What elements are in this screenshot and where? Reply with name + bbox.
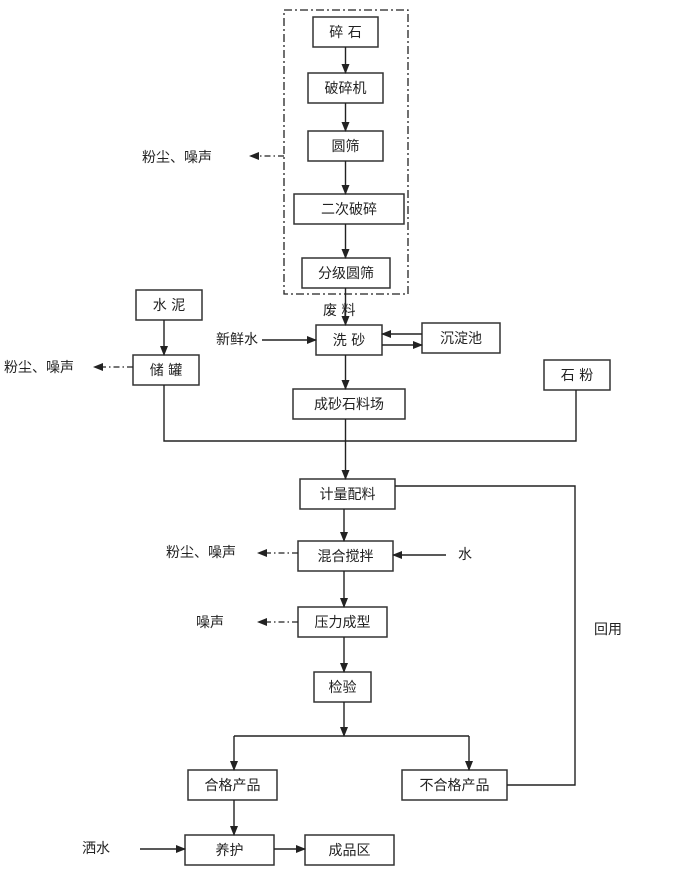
node-curing-label: 养护: [216, 843, 244, 859]
node-settling-tank: 沉淀池: [421, 322, 501, 354]
node-stone-powder: 石 粉: [543, 359, 611, 391]
label-dust-noise-crushing: 粉尘、噪声: [142, 150, 212, 166]
node-qualified: 合格产品: [187, 769, 278, 801]
node-qualified-label: 合格产品: [205, 778, 261, 794]
node-batching: 计量配料: [299, 478, 396, 510]
node-finished-area: 成品区: [304, 834, 395, 866]
node-sand-yard: 成砂石料场: [292, 388, 406, 420]
node-cement-label: 水 泥: [153, 298, 185, 314]
label-water: 水: [458, 547, 472, 563]
label-sprinkle-water: 洒水: [82, 841, 110, 857]
node-mixing-label: 混合搅拌: [318, 549, 374, 565]
node-sand-wash-label: 洗 砂: [333, 333, 365, 349]
node-pressing: 压力成型: [297, 606, 388, 638]
label-dust-noise-mixing: 粉尘、噪声: [166, 545, 236, 561]
node-unqualified: 不合格产品: [401, 769, 508, 801]
edge-recycle-loop: [395, 485, 576, 786]
node-sand-wash: 洗 砂: [315, 324, 383, 356]
label-fresh-water: 新鲜水: [216, 332, 258, 348]
node-secondary-crush-label: 二次破碎: [321, 202, 377, 218]
edge-merge-line: [163, 385, 577, 442]
node-mixing: 混合搅拌: [297, 540, 394, 572]
connectors: [93, 47, 577, 853]
node-storage-tank-label: 储 罐: [150, 363, 182, 379]
node-batching-label: 计量配料: [320, 487, 376, 503]
node-settling-tank-label: 沉淀池: [440, 331, 482, 347]
node-crusher-label: 破碎机: [325, 81, 367, 97]
node-stone-powder-label: 石 粉: [561, 368, 593, 384]
node-sand-yard-label: 成砂石料场: [314, 397, 384, 413]
node-crushed-stone-label: 碎 石: [329, 25, 361, 41]
node-unqualified-label: 不合格产品: [420, 778, 490, 794]
node-inspection: 检验: [313, 671, 372, 703]
label-noise-pressing: 噪声: [196, 615, 224, 631]
node-round-screen: 圆筛: [307, 130, 384, 162]
node-crushed-stone: 碎 石: [312, 16, 379, 48]
label-dust-noise-tank: 粉尘、噪声: [4, 360, 74, 376]
label-waste: 废 料: [323, 303, 355, 319]
node-storage-tank: 储 罐: [132, 354, 200, 386]
label-recycle: 回用: [594, 622, 622, 638]
node-cement: 水 泥: [135, 289, 203, 321]
node-finished-area-label: 成品区: [329, 843, 371, 859]
node-graded-screen: 分级圆筛: [301, 257, 391, 289]
node-graded-screen-label: 分级圆筛: [318, 266, 374, 282]
node-crusher: 破碎机: [307, 72, 384, 104]
node-inspection-label: 检验: [329, 680, 357, 696]
node-round-screen-label: 圆筛: [332, 139, 360, 155]
node-curing: 养护: [184, 834, 275, 866]
node-pressing-label: 压力成型: [315, 615, 371, 631]
node-secondary-crush: 二次破碎: [293, 193, 405, 225]
